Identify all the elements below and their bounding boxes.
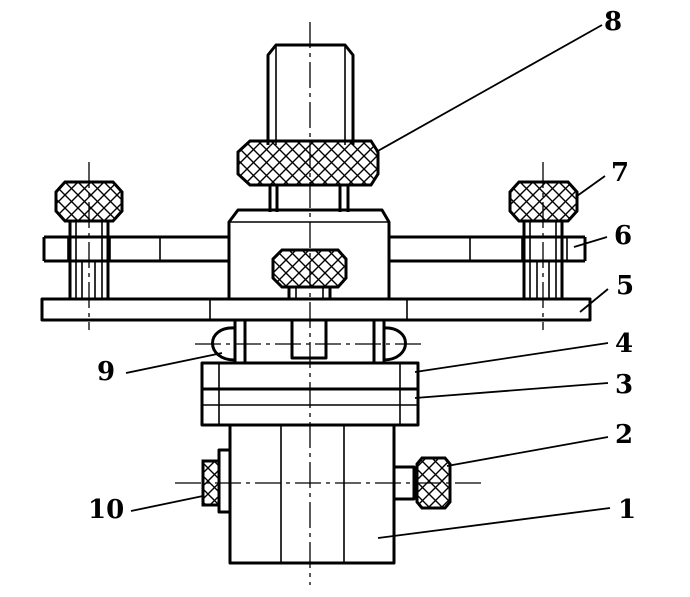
clamp-ring-9 [211, 320, 407, 363]
knurled-nut-8 [236, 139, 380, 187]
callout-2: 2 [615, 420, 633, 450]
central-body [227, 208, 391, 300]
callout-5: 5 [616, 271, 634, 301]
callout-9: 9 [97, 357, 115, 387]
callout-8: 8 [604, 7, 622, 37]
knurled-screw-10 [201, 448, 232, 514]
left-knurled-screw [54, 180, 124, 299]
callout-4: 4 [615, 329, 633, 359]
callout-6: 6 [614, 221, 632, 251]
callout-labels: 1 2 3 4 5 6 7 8 9 10 [88, 7, 636, 525]
callout-3: 3 [615, 370, 633, 400]
callout-7: 7 [611, 158, 629, 188]
center-lines [88, 22, 544, 585]
plate-5 [40, 297, 592, 322]
knurled-screw-7 [508, 180, 579, 299]
nut-8-neck [268, 185, 350, 212]
cylinder-body-1 [228, 423, 396, 565]
callout-1: 1 [618, 495, 636, 525]
plate-6 [42, 235, 587, 263]
callout-10: 10 [88, 495, 124, 525]
leader-lines [125, 24, 611, 539]
